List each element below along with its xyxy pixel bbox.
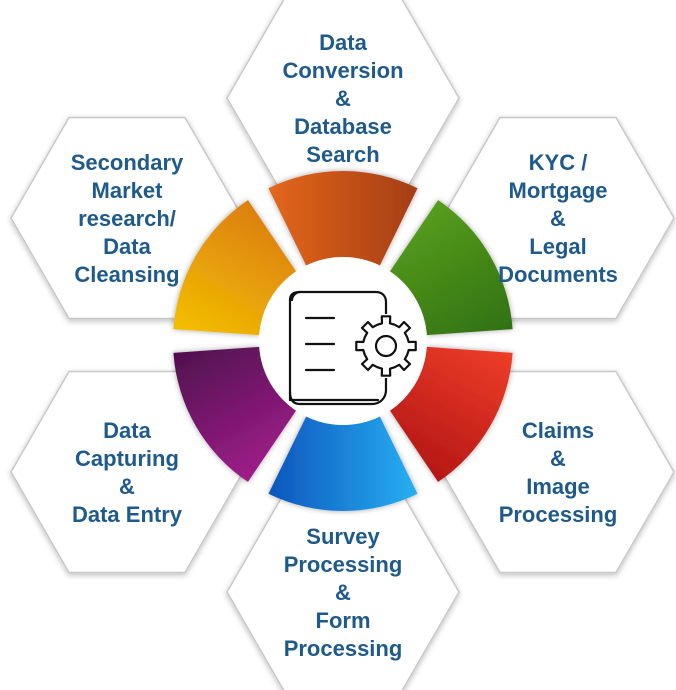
label-line: Market	[92, 178, 164, 203]
ring-segment-survey-form	[268, 416, 418, 511]
label-line: &	[119, 474, 135, 499]
ring-segment-kyc-mortgage	[389, 200, 513, 336]
label-line: Capturing	[75, 446, 179, 471]
label-line: &	[335, 86, 351, 111]
ring-segment-secondary-market	[173, 200, 297, 336]
label-line: Mortgage	[509, 178, 608, 203]
label-line: &	[550, 446, 566, 471]
label-line: Claims	[522, 418, 594, 443]
label-line: Search	[306, 142, 379, 167]
label-line: Data	[319, 30, 367, 55]
label-line: Database	[294, 114, 392, 139]
label-line: Legal	[529, 234, 586, 259]
label-line: Form	[316, 608, 371, 633]
label-line: Processing	[284, 636, 403, 661]
label-line: Data	[103, 418, 151, 443]
label-line: &	[550, 206, 566, 231]
label-line: Data	[103, 234, 151, 259]
label-line: Processing	[284, 552, 403, 577]
gear-icon	[355, 315, 417, 377]
ring-segment-claims-image	[389, 346, 513, 482]
label-line: Processing	[499, 502, 618, 527]
label-line: Documents	[498, 262, 618, 287]
label-line: Image	[526, 474, 590, 499]
gear-background	[354, 314, 418, 378]
label-line: research/	[78, 206, 176, 231]
label-line: Conversion	[282, 58, 403, 83]
label-line: Secondary	[71, 150, 184, 175]
label-line: Survey	[306, 524, 380, 549]
label-line: KYC /	[529, 150, 588, 175]
label-line: Data Entry	[72, 502, 183, 527]
document-gear-icon	[288, 290, 418, 406]
label-line: Cleansing	[74, 262, 179, 287]
ring-segment-data-capturing	[173, 346, 297, 482]
label-line: &	[335, 580, 351, 605]
ring-segment-data-conversion	[268, 171, 418, 266]
